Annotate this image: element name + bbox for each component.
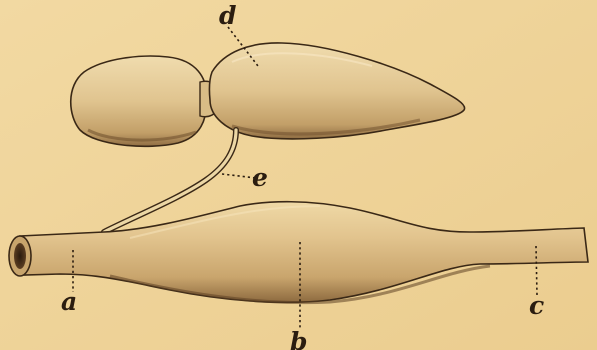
label-a: a bbox=[61, 287, 77, 316]
label-d: d bbox=[219, 1, 236, 30]
label-b: b bbox=[290, 327, 307, 350]
label-e: e bbox=[252, 163, 268, 192]
label-c: c bbox=[529, 291, 544, 320]
